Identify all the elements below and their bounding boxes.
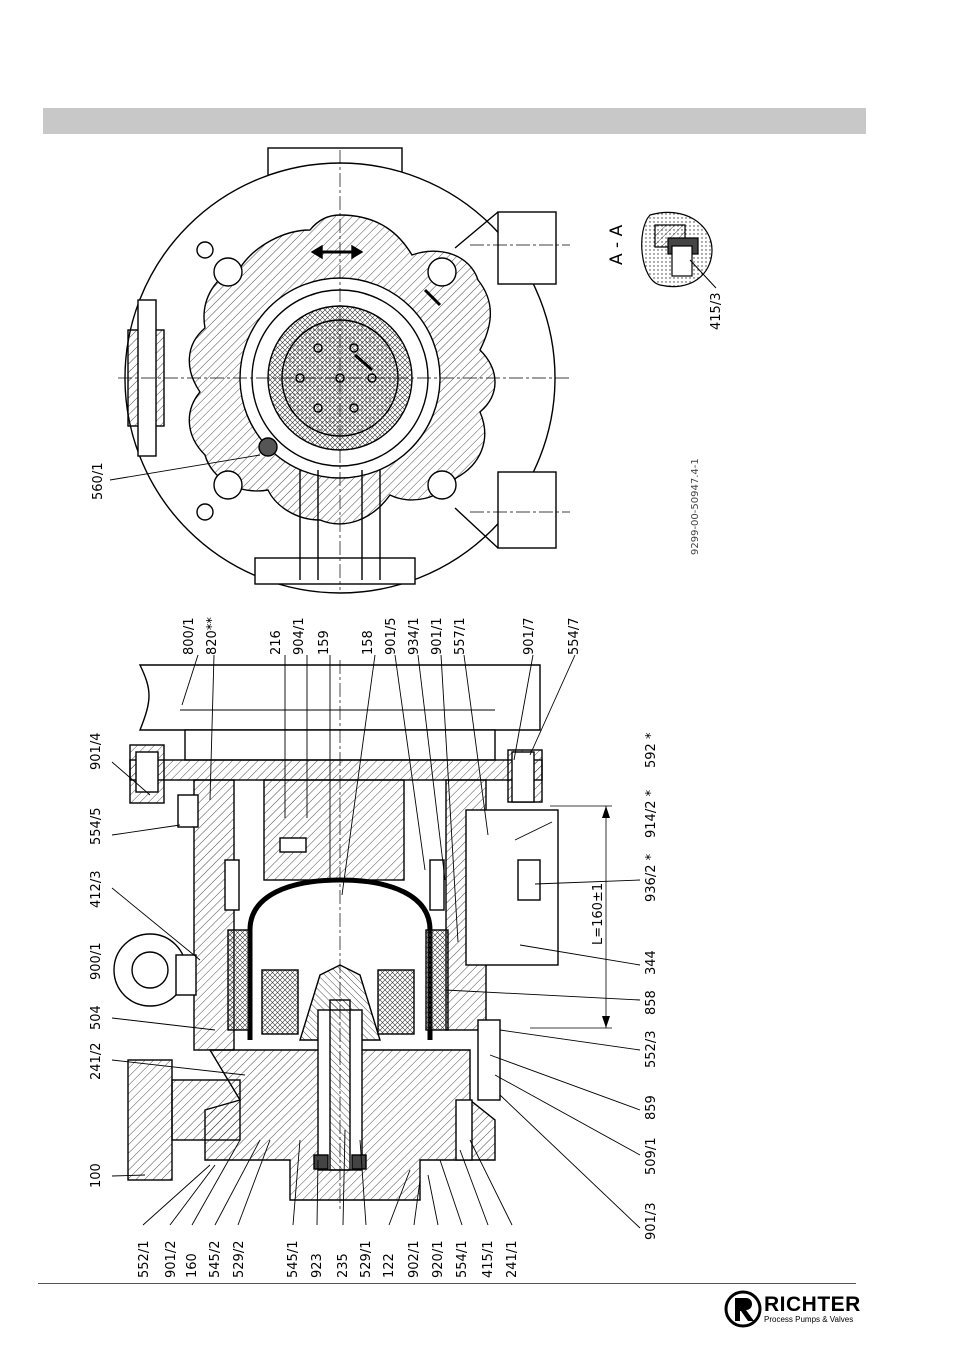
part-label: 920/1 xyxy=(431,1241,446,1278)
part-label: 901/5 xyxy=(384,618,399,655)
section-leader xyxy=(689,259,717,289)
part-label: 901/1 xyxy=(430,618,445,655)
part-label: 412/3 xyxy=(89,871,104,908)
part-label: 158 xyxy=(361,630,376,655)
dimension-label: L=160±1 xyxy=(591,883,606,945)
part-label: 800/1 xyxy=(182,618,197,655)
side-section xyxy=(113,660,612,1210)
part-label: 160 xyxy=(185,1253,200,1278)
part-label: 901/4 xyxy=(89,733,104,770)
part-label: 820** xyxy=(205,617,220,655)
part-label: 554/1 xyxy=(455,1241,470,1278)
front-view xyxy=(118,147,570,594)
part-label: 858 xyxy=(644,990,659,1015)
part-label: 554/5 xyxy=(89,808,104,845)
part-label: 235 xyxy=(336,1253,351,1278)
part-label: 241/1 xyxy=(505,1241,520,1278)
part-labels: 560/1 9299-00-50947.4-1 A - A 415/3 L=16… xyxy=(89,224,724,1278)
part-label: 901/2 xyxy=(164,1241,179,1278)
part-label: 904/1 xyxy=(292,618,307,655)
part-label: 900/1 xyxy=(89,943,104,980)
logo-mark-icon xyxy=(724,1290,762,1328)
part-label: 552/1 xyxy=(137,1241,152,1278)
part-label: 122 xyxy=(382,1253,397,1278)
part-label: 554/7 xyxy=(567,618,582,655)
part-label: 509/1 xyxy=(644,1138,659,1175)
part-label: 545/1 xyxy=(286,1241,301,1278)
footer-rule xyxy=(38,1283,856,1284)
part-label: 415/1 xyxy=(481,1241,496,1278)
part-label: 592 * xyxy=(644,732,659,768)
part-label: 934/1 xyxy=(407,618,422,655)
header-band xyxy=(43,108,866,134)
part-label: 545/2 xyxy=(208,1241,223,1278)
section-title: A - A xyxy=(607,224,627,265)
part-label: 557/1 xyxy=(453,618,468,655)
part-label: 914/2 * xyxy=(644,789,659,838)
drawing-number: 9299-00-50947.4-1 xyxy=(690,458,701,555)
part-label: 100 xyxy=(89,1163,104,1188)
part-label: 936/2 * xyxy=(644,853,659,902)
part-label: 529/2 xyxy=(232,1241,247,1278)
label-front-view: 560/1 xyxy=(91,463,106,500)
leader-lines xyxy=(109,454,641,1229)
part-label: 241/2 xyxy=(89,1043,104,1080)
part-label: 901/7 xyxy=(522,618,537,655)
part-label: 902/1 xyxy=(407,1241,422,1278)
part-label: 344 xyxy=(644,950,659,975)
part-label: 923 xyxy=(310,1253,325,1278)
label-section: 415/3 xyxy=(709,293,724,330)
part-label: 159 xyxy=(317,630,332,655)
logo-name: RICHTER xyxy=(764,1293,861,1316)
section-detail xyxy=(641,211,713,288)
richter-logo: RICHTER Process Pumps & Valves xyxy=(724,1290,864,1330)
part-label: 216 xyxy=(269,630,284,655)
part-label: 504 xyxy=(89,1005,104,1030)
part-label: 529/1 xyxy=(359,1241,374,1278)
logo-subtitle: Process Pumps & Valves xyxy=(764,1315,854,1324)
part-label: 859 xyxy=(644,1095,659,1120)
part-label: 901/3 xyxy=(644,1203,659,1240)
part-label: 552/3 xyxy=(644,1031,659,1068)
